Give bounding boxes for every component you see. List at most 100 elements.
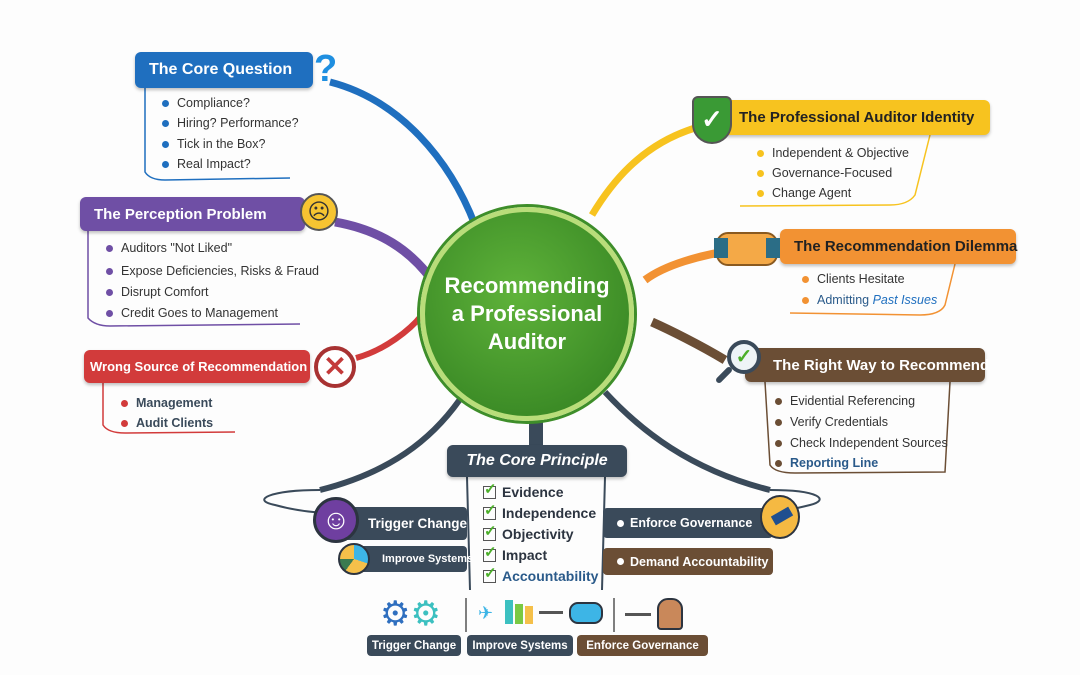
list-item: Change Agent <box>757 186 851 200</box>
list-item: Check Independent Sources <box>775 436 948 450</box>
bullet-icon <box>121 399 128 407</box>
bullet-icon <box>802 275 809 283</box>
connector-core-question <box>329 78 479 227</box>
item-text: Clients Hesitate <box>817 272 905 286</box>
checkbox-icon <box>483 501 497 520</box>
dilemma-title: The Recommendation Dilemma <box>794 238 1018 255</box>
decoration <box>144 88 291 181</box>
list-item: Management <box>121 396 212 410</box>
principle-item: Objectivity <box>483 522 574 542</box>
bullet-icon <box>617 558 624 565</box>
checkbox-icon <box>483 522 497 541</box>
bullet-icon <box>802 296 809 304</box>
perception-header: The Perception Problem <box>80 197 305 231</box>
connector-identity <box>588 124 697 217</box>
item-text: Independent & Objective <box>772 146 909 160</box>
list-item: Disrupt Comfort <box>106 285 209 299</box>
list-item: Independent & Objective <box>757 146 909 160</box>
list-item: Auditors "Not Liked" <box>106 241 232 255</box>
item-text: Trigger Change <box>371 639 457 652</box>
bullet-icon <box>106 244 113 252</box>
handshake-icon <box>714 232 780 266</box>
decoration <box>770 506 794 526</box>
dilemma-header: The Recommendation Dilemma <box>780 229 1018 264</box>
bullet-icon <box>162 140 169 148</box>
decoration: ⚙ <box>410 595 441 633</box>
decoration <box>625 612 651 616</box>
item-text: Enforce Governance <box>586 639 699 652</box>
item-text: Objectivity <box>502 526 574 542</box>
outcome-improve-systems: Improve Systems <box>352 546 473 572</box>
bullet-icon <box>121 419 128 427</box>
core-question-header: The Core Question <box>135 52 313 88</box>
item-text: Demand Accountability <box>630 554 769 569</box>
wrong-source-header: Wrong Source of Recommendation <box>84 350 310 383</box>
item-text: Past Issues <box>872 293 938 307</box>
item-text: Expose Deficiencies, Risks & Fraud <box>121 264 319 278</box>
item-text: Change Agent <box>772 186 852 200</box>
item-text: Impact <box>502 547 548 563</box>
checkbox-icon <box>483 564 497 583</box>
item-text: Reporting Line <box>790 456 879 470</box>
wrong-source-title: Wrong Source of Recommendation <box>90 359 308 374</box>
item-text: Evidential Referencing <box>790 394 916 408</box>
item-text: Accountability <box>502 568 599 584</box>
bullet-icon <box>106 267 113 275</box>
perception-title: The Perception Problem <box>94 205 267 223</box>
list-item: Admitting Past Issues <box>802 293 937 307</box>
magnifier-check-icon: ✓ <box>727 340 761 374</box>
systems-chart-icon: ✈ <box>478 600 604 624</box>
item-text: Evidence <box>502 484 564 500</box>
bullet-icon <box>775 418 782 426</box>
question-mark-icon: ? <box>314 48 338 90</box>
decoration <box>525 606 534 624</box>
list-item: Expose Deficiencies, Risks & Fraud <box>106 264 319 278</box>
core-principle-header: The Core Principle <box>447 445 627 477</box>
smiley-icon: ☺ <box>313 497 359 543</box>
item-text: Independence <box>502 505 597 521</box>
list-item: Compliance? <box>162 96 250 110</box>
list-item: Hiring? Performance? <box>162 116 299 130</box>
decoration <box>764 381 951 474</box>
decoration <box>739 134 931 207</box>
sad-face-icon: ☹ <box>300 193 338 231</box>
bullet-icon <box>162 119 169 127</box>
item-text: Trigger Change <box>368 516 468 531</box>
decoration <box>515 604 524 624</box>
checkbox-icon <box>483 480 497 499</box>
central-title: Recommending a Professional Auditor <box>444 273 610 354</box>
x-circle-icon: ✕ <box>314 346 356 388</box>
right-way-title: The Right Way to Recommend <box>773 356 990 374</box>
list-item: Evidential Referencing <box>775 394 915 408</box>
decoration <box>714 238 728 258</box>
connector-right-way <box>650 317 728 364</box>
core-principle-title: The Core Principle <box>466 452 608 469</box>
item-text: Tick in the Box? <box>177 137 266 151</box>
gears-icon: ⚙⚙ <box>380 595 441 633</box>
connector-perception <box>334 217 436 283</box>
connector-wrong-source <box>355 313 425 361</box>
decoration <box>102 383 236 434</box>
list-item: Real Impact? <box>162 157 251 171</box>
item-text: Improve Systems <box>472 639 568 652</box>
item-text: Hiring? Performance? <box>177 116 299 130</box>
item-text: Compliance? <box>177 96 250 110</box>
central-node: Recommending a Professional Auditor <box>420 207 634 421</box>
handshake-icon <box>760 495 800 539</box>
item-text: Auditors "Not Liked" <box>121 241 233 255</box>
stem <box>529 420 543 448</box>
list-item: Governance-Focused <box>757 166 892 180</box>
principle-item: Impact <box>483 543 548 563</box>
identity-title: The Professional Auditor Identity <box>739 109 975 126</box>
principle-item: Accountability <box>483 564 599 584</box>
outcome-enforce-governance: Enforce Governance <box>603 508 773 538</box>
item-text: Enforce Governance <box>630 516 753 530</box>
decoration <box>569 602 604 624</box>
principle-item: Independence <box>483 501 597 521</box>
connector-right-bottom <box>602 389 771 493</box>
list-item: Verify Credentials <box>775 415 888 429</box>
shield-check-icon: ✓ <box>692 96 732 144</box>
principle-item: Evidence <box>483 480 564 500</box>
decoration <box>87 230 301 327</box>
